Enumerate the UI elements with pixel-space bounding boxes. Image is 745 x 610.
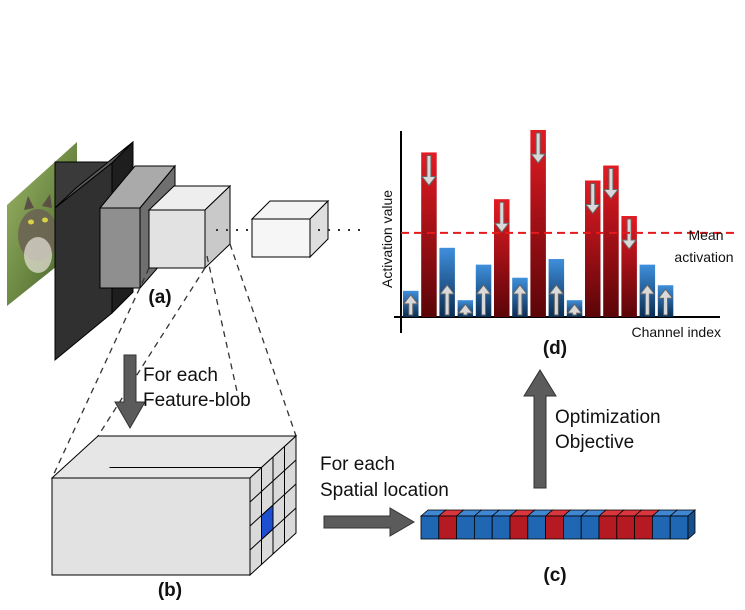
label-b: (b) — [158, 580, 182, 601]
bar-15 — [657, 285, 674, 317]
down-arrow-icon — [584, 182, 601, 215]
down-arrow-icon — [530, 132, 547, 164]
up-arrow-icon — [457, 303, 474, 316]
up-arrow-icon — [548, 284, 565, 316]
label-for-each-feature-blob-2: Feature-blob — [143, 390, 251, 411]
mean-label-2: activation — [674, 249, 733, 265]
conv-layer-4 — [250, 199, 330, 259]
arrow-right-spatial — [323, 507, 415, 537]
bar-rect — [585, 180, 601, 317]
vector-cell-5 — [491, 509, 519, 540]
bar-11 — [584, 180, 601, 317]
arrow-up-objective — [523, 369, 557, 489]
bar-rect — [439, 247, 455, 317]
label-objective-2: Objective — [555, 432, 634, 453]
bar-9 — [548, 259, 565, 317]
bar-rect — [421, 152, 437, 317]
bar-10 — [566, 300, 583, 317]
projection-lines — [51, 243, 297, 479]
activation-chart: Activation value Channel index Mean acti… — [379, 130, 738, 340]
bar-1 — [402, 290, 419, 317]
y-axis-label: Activation value — [379, 190, 395, 288]
bar-4 — [457, 300, 474, 317]
up-arrow-icon — [566, 303, 583, 316]
label-c: (c) — [543, 565, 566, 586]
vector-cell-9 — [562, 509, 590, 540]
bar-7 — [511, 277, 528, 317]
up-arrow-icon — [402, 294, 419, 316]
down-arrow-icon — [621, 218, 638, 250]
label-for-each-feature-blob-1: For each — [143, 365, 218, 386]
bar-2 — [420, 152, 437, 317]
up-arrow-icon — [439, 284, 456, 316]
x-axis-label: Channel index — [631, 324, 721, 340]
bar-14 — [639, 264, 656, 317]
vector-cell-6 — [508, 509, 536, 540]
bar-rect — [530, 130, 546, 317]
mean-label-1: Mean — [688, 227, 723, 243]
bar-5 — [475, 264, 492, 317]
up-arrow-icon — [511, 284, 528, 316]
label-a: (a) — [148, 287, 171, 308]
label-d: (d) — [543, 338, 567, 359]
up-arrow-icon — [639, 284, 656, 316]
bar-rect — [494, 199, 510, 317]
label-for-each-spatial-2: Spatial location — [320, 480, 449, 501]
bars — [402, 130, 674, 317]
vector-cell-8 — [544, 509, 572, 540]
vector-cell-15 — [669, 509, 697, 540]
bar-8 — [530, 130, 547, 317]
vector-cell-1 — [419, 509, 447, 540]
label-objective-1: Optimization — [555, 407, 661, 428]
cnn-stack — [7, 140, 360, 362]
conv-layer-3 — [147, 184, 232, 270]
bar-6 — [493, 199, 510, 317]
label-for-each-spatial-1: For each — [320, 454, 395, 475]
bar-3 — [439, 247, 456, 317]
highlighted-location — [261, 503, 274, 541]
arrow-down-feature-blob — [114, 354, 146, 430]
vector-end-face — [687, 509, 696, 540]
up-arrow-icon — [475, 284, 492, 316]
up-arrow-icon — [657, 288, 674, 316]
bar-rect — [603, 165, 619, 317]
down-arrow-icon — [493, 201, 510, 234]
vector-cell-3 — [455, 509, 483, 540]
feature-blob — [50, 434, 298, 577]
bar-12 — [602, 165, 619, 317]
down-arrow-icon — [420, 154, 437, 187]
down-arrow-icon — [602, 168, 619, 200]
vector-cell-13 — [633, 509, 661, 540]
channel-vector — [419, 509, 697, 540]
bar-13 — [621, 216, 638, 317]
vector-cell-4 — [473, 509, 501, 540]
vector-cell-11 — [597, 509, 625, 540]
